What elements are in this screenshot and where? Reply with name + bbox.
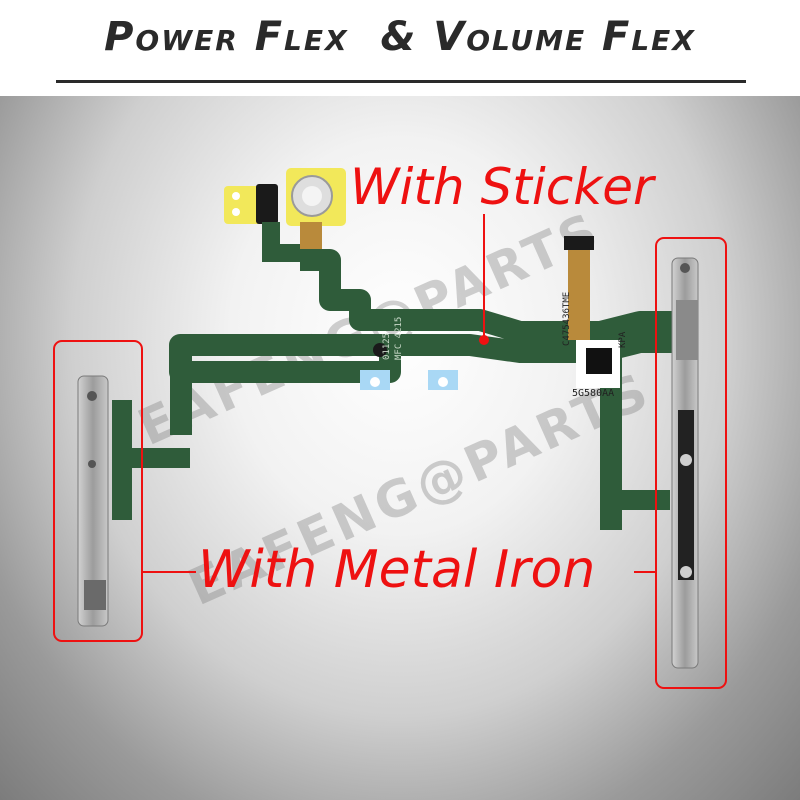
metal-bar: [77, 375, 109, 627]
title-underline: [56, 80, 746, 83]
flex-print-code: KPA: [618, 331, 628, 348]
callout-with-sticker: With Sticker: [350, 158, 654, 216]
sticker-hole: [232, 192, 240, 200]
flex-component: [373, 343, 387, 357]
bracket-hole: [87, 391, 97, 401]
highlight-box-left: [53, 340, 143, 642]
mount-hole: [370, 377, 380, 387]
flash-bracket: [256, 184, 278, 224]
title-band: Power Flex & Volume Flex: [0, 0, 800, 96]
flex-segment: [130, 448, 190, 468]
flex-print-code: MFC 4215: [394, 316, 404, 360]
flex-print-code: C475436TME: [562, 291, 572, 346]
board-connector: [564, 236, 594, 250]
power-button-assembly: [224, 168, 346, 262]
volume-button-slot: [112, 400, 132, 520]
flex-print-code: 5G580AA: [572, 388, 615, 399]
mount-hole: [438, 377, 448, 387]
callout-with-metal-iron: With Metal Iron: [198, 540, 596, 600]
flex-segment: [568, 240, 590, 340]
connector-flex: [564, 236, 670, 530]
page-title: Power Flex & Volume Flex: [104, 14, 696, 60]
volume-up-button: [680, 454, 692, 466]
right-metal-bracket: [671, 257, 699, 669]
flex-segment: [170, 345, 192, 435]
power-button-cap-center: [302, 186, 322, 206]
flex-segment: [600, 490, 670, 510]
volume-down-button: [680, 566, 692, 578]
bracket-hole: [88, 460, 96, 468]
flex-print-code: 01125: [382, 332, 392, 360]
qr-code: [586, 348, 612, 374]
button-strip: [678, 410, 694, 580]
left-metal-bracket: [77, 375, 132, 627]
highlight-box-right: [655, 237, 727, 689]
leader-dot-sticker: [479, 335, 489, 345]
bracket-clip: [676, 300, 698, 360]
sticker-hole: [232, 208, 240, 216]
metal-clip: [84, 580, 106, 610]
bracket-hole: [680, 263, 690, 273]
